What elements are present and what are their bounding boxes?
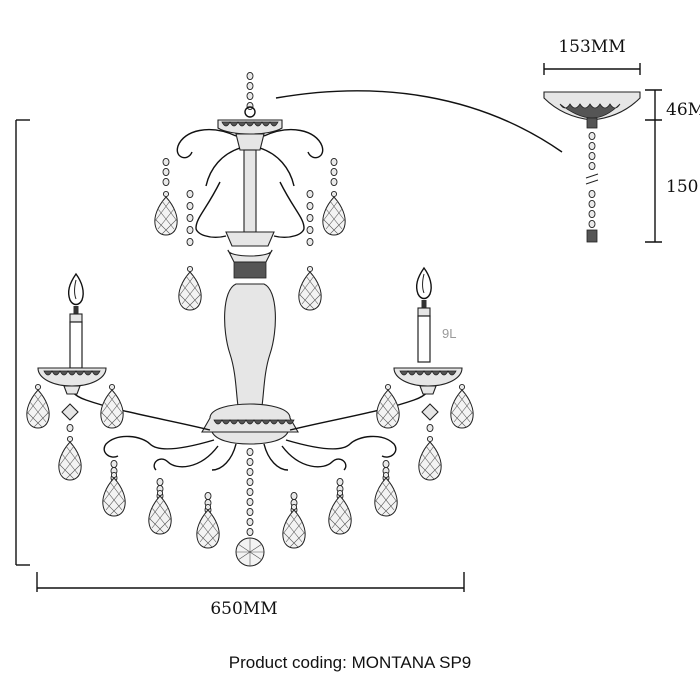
- upper-arm-left: [176, 129, 241, 238]
- chain-length-dimension-line: [645, 120, 662, 243]
- lamp-count-label: 9L: [442, 326, 456, 341]
- chain-length-label: 150: [666, 177, 698, 197]
- canopy-height-label: 46M: [666, 100, 700, 120]
- canopy-width-dimension-line: [543, 63, 641, 75]
- detail-leader-curve: [275, 90, 563, 153]
- height-dimension-line: [15, 119, 30, 566]
- canopy-chain: [585, 131, 599, 243]
- chandelier: [26, 71, 474, 567]
- central-stem: [201, 149, 299, 445]
- lower-crystals: [26, 383, 474, 548]
- central-pendant: [235, 447, 265, 567]
- top-chain: [244, 71, 256, 118]
- canopy-width-label: 153MM: [558, 37, 625, 57]
- upper-arm-right: [259, 129, 324, 238]
- width-dimension-line: [36, 572, 465, 592]
- product-coding-caption: Product coding: MONTANA SP9: [229, 653, 472, 672]
- canopy-detail: [543, 91, 641, 243]
- canopy-height-dimension-line: [645, 89, 662, 121]
- width-dimension-label: 650MM: [210, 599, 277, 619]
- top-crown: [217, 119, 283, 151]
- candle-left: [37, 273, 107, 395]
